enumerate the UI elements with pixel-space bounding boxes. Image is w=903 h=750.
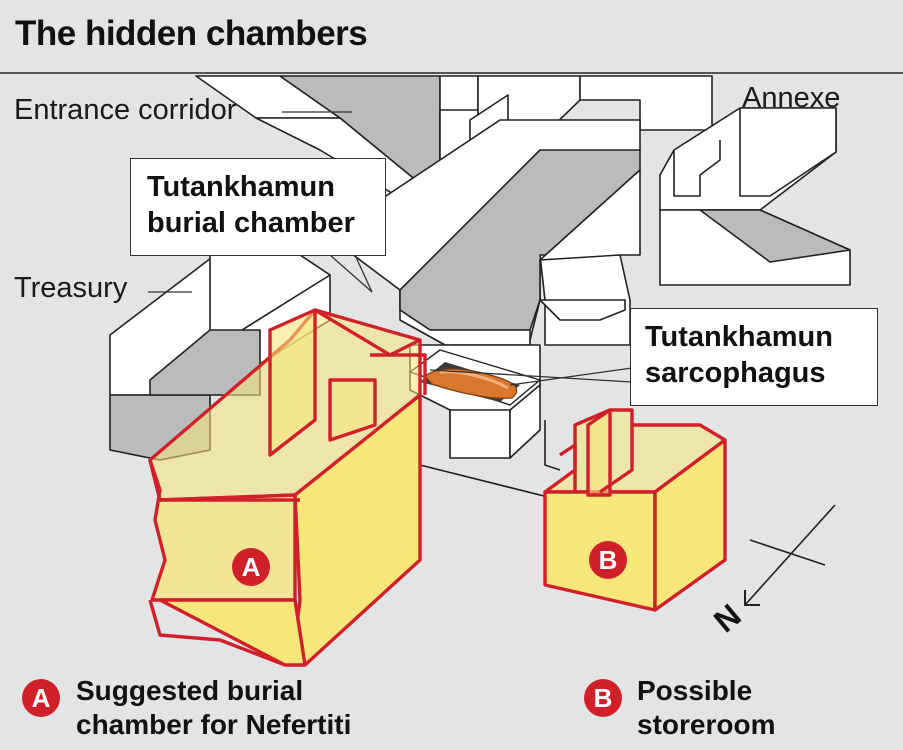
page-title: The hidden chambers [15,14,368,53]
annexe-shape [659,107,851,286]
burial-chamber-callout-line-2: burial chamber [147,207,355,239]
entrance-corridor-label: Entrance corridor [14,94,237,126]
legend-a-text: Suggested burial chamber for Nefertiti [76,674,351,742]
marker-a-badge: A [232,548,270,586]
legend-b-line-1: Possible [637,675,753,706]
burial-chamber-callout: Tutankhamun burial chamber [130,158,386,256]
treasury-label: Treasury [14,272,128,304]
leader-lines [148,111,633,386]
title-bar: The hidden chambers [0,0,903,74]
legend-b-text: Possible storeroom [637,674,775,742]
burial-chamber-callout-line-1: Tutankhamun [147,171,335,203]
compass [744,504,836,606]
annexe-label: Annexe [742,82,841,114]
legend-a-badge: A [22,679,60,717]
chamber-b-shape [543,408,727,612]
sarcophagus-callout: Tutankhamun sarcophagus [630,308,878,406]
legend-b-line-2: storeroom [637,709,776,740]
marker-b-badge: B [589,541,627,579]
legend-a-line-2: chamber for Nefertiti [76,709,352,740]
legend-b-badge: B [584,679,622,717]
sarcophagus-shape [408,349,542,406]
legend-a-line-1: Suggested burial [76,675,304,706]
sarcophagus-callout-line-2: sarcophagus [645,357,826,389]
sarcophagus-callout-line-1: Tutankhamun [645,321,833,353]
